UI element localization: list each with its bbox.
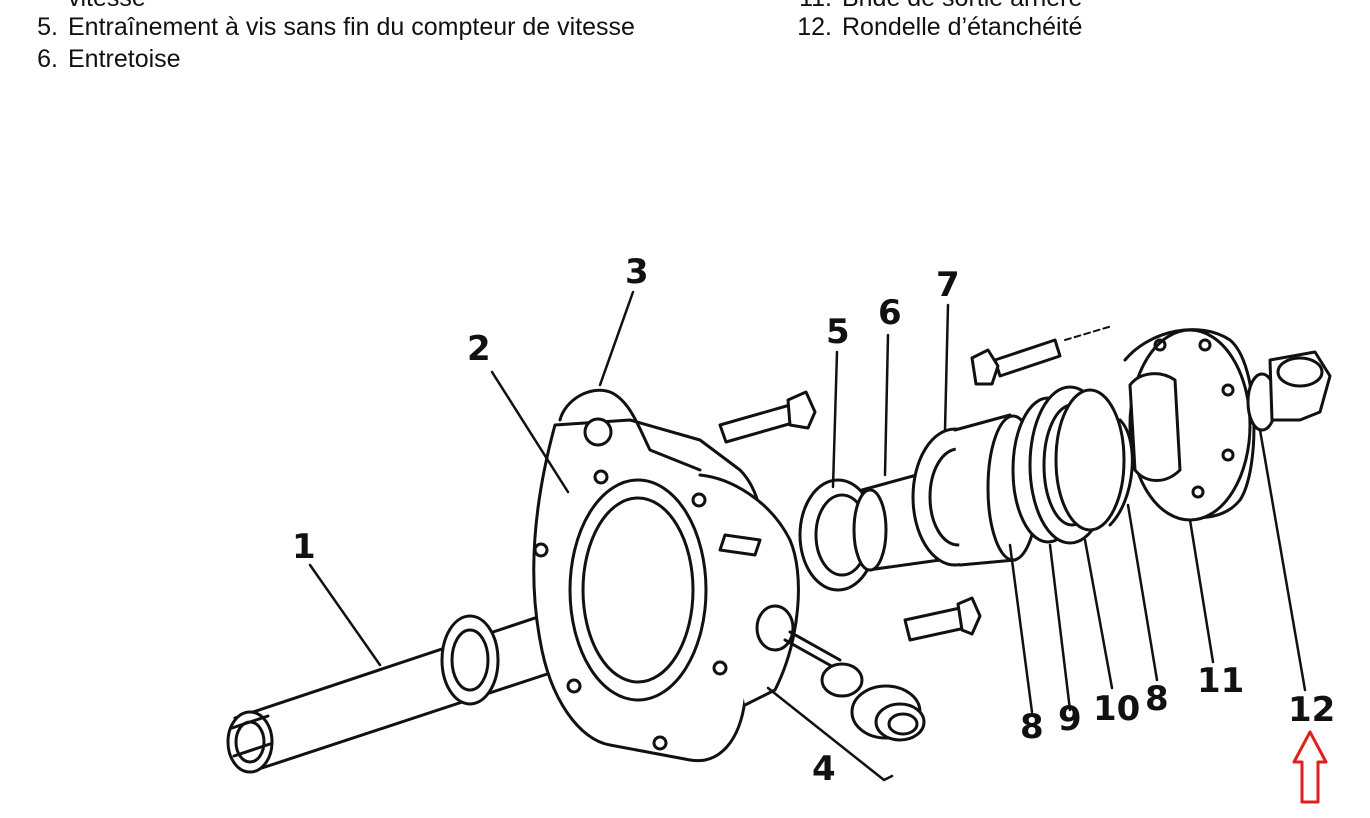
speedometer-drive (755, 604, 926, 742)
legend-text: vitesse (68, 0, 146, 12)
callout-8b: 8 (1145, 679, 1169, 719)
legend-number: 11. (792, 0, 832, 13)
legend-text: Entraînement à vis sans fin du compteur … (68, 13, 635, 41)
legend-item-5: 5. Entraînement à vis sans fin du compteu… (18, 12, 635, 42)
callout-9: 9 (1058, 699, 1082, 739)
sealing-washer-and-nut (1246, 350, 1332, 432)
circlips-and-seals (1011, 385, 1134, 545)
callout-11: 11 (1197, 661, 1245, 701)
legend-number: 5. (37, 13, 58, 41)
legend-text: Rondelle d’étanchéité (842, 13, 1083, 41)
legend-number: 12. (797, 13, 832, 41)
callout-7: 7 (936, 265, 960, 305)
rear-housing (532, 418, 800, 763)
leader-lines (308, 290, 1307, 782)
callout-1: 1 (292, 527, 316, 567)
legend-text: Entretoise (68, 45, 181, 73)
callout-6: 6 (878, 293, 902, 333)
callout-4: 4 (812, 749, 836, 789)
callout-12: 12 (1288, 690, 1336, 730)
highlight-arrow-icon (1292, 730, 1328, 804)
bolts (718, 338, 1062, 642)
legend-line-top-left: vitesse (18, 0, 146, 13)
legend-text: Bride de sortie arrière (842, 0, 1082, 12)
callout-2: 2 (467, 329, 491, 369)
legend-item-12: 12. Rondelle d’étanchéité (792, 12, 1082, 42)
callout-10: 10 (1093, 689, 1141, 729)
output-flange (1064, 325, 1256, 522)
legend-item-11: 11. Bride de sortie arrière (792, 0, 1082, 13)
callout-3: 3 (625, 252, 649, 292)
legend-item-6: 6. Entretoise (18, 44, 181, 74)
callout-8a: 8 (1020, 707, 1044, 747)
callout-5: 5 (826, 312, 850, 352)
legend-number: 6. (37, 45, 58, 73)
gasket (558, 388, 702, 472)
